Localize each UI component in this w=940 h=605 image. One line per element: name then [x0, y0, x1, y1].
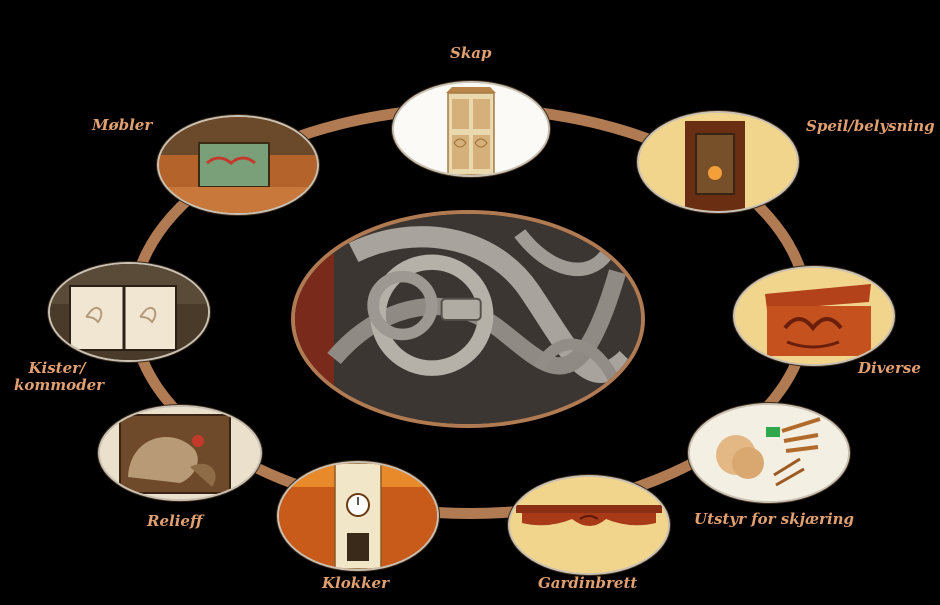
- skap-thumbnail[interactable]: [392, 81, 550, 177]
- utstyr-for-skjaering-link[interactable]: Utstyr for skjæring: [694, 510, 855, 528]
- diverse-link[interactable]: Diverse: [858, 359, 921, 377]
- kister-label-line1: Kister/: [28, 359, 86, 377]
- relieff-link[interactable]: Relieff: [147, 512, 203, 530]
- diverse-thumbnail[interactable]: [733, 266, 895, 366]
- gardinbrett-link[interactable]: Gardinbrett: [538, 574, 638, 592]
- klokker-thumbnail[interactable]: [277, 461, 439, 571]
- kister-label-line2: kommoder: [14, 376, 105, 394]
- skap-link[interactable]: Skap: [450, 44, 492, 62]
- klokker-link[interactable]: Klokker: [322, 574, 389, 592]
- speil-belysning-thumbnail[interactable]: [637, 111, 799, 213]
- center-woodcarving-image: [291, 210, 645, 428]
- kister-kommoder-thumbnail[interactable]: [48, 262, 210, 362]
- relieff-thumbnail[interactable]: [98, 405, 262, 501]
- utstyr-for-skjaering-thumbnail[interactable]: [688, 403, 850, 503]
- gardinbrett-thumbnail[interactable]: [508, 475, 670, 575]
- mobler-thumbnail[interactable]: [157, 115, 319, 215]
- mobler-link[interactable]: Møbler: [92, 116, 153, 134]
- kister-kommoder-link[interactable]: Kister/ kommoder: [14, 359, 105, 394]
- speil-belysning-link[interactable]: Speil/belysning: [806, 117, 935, 135]
